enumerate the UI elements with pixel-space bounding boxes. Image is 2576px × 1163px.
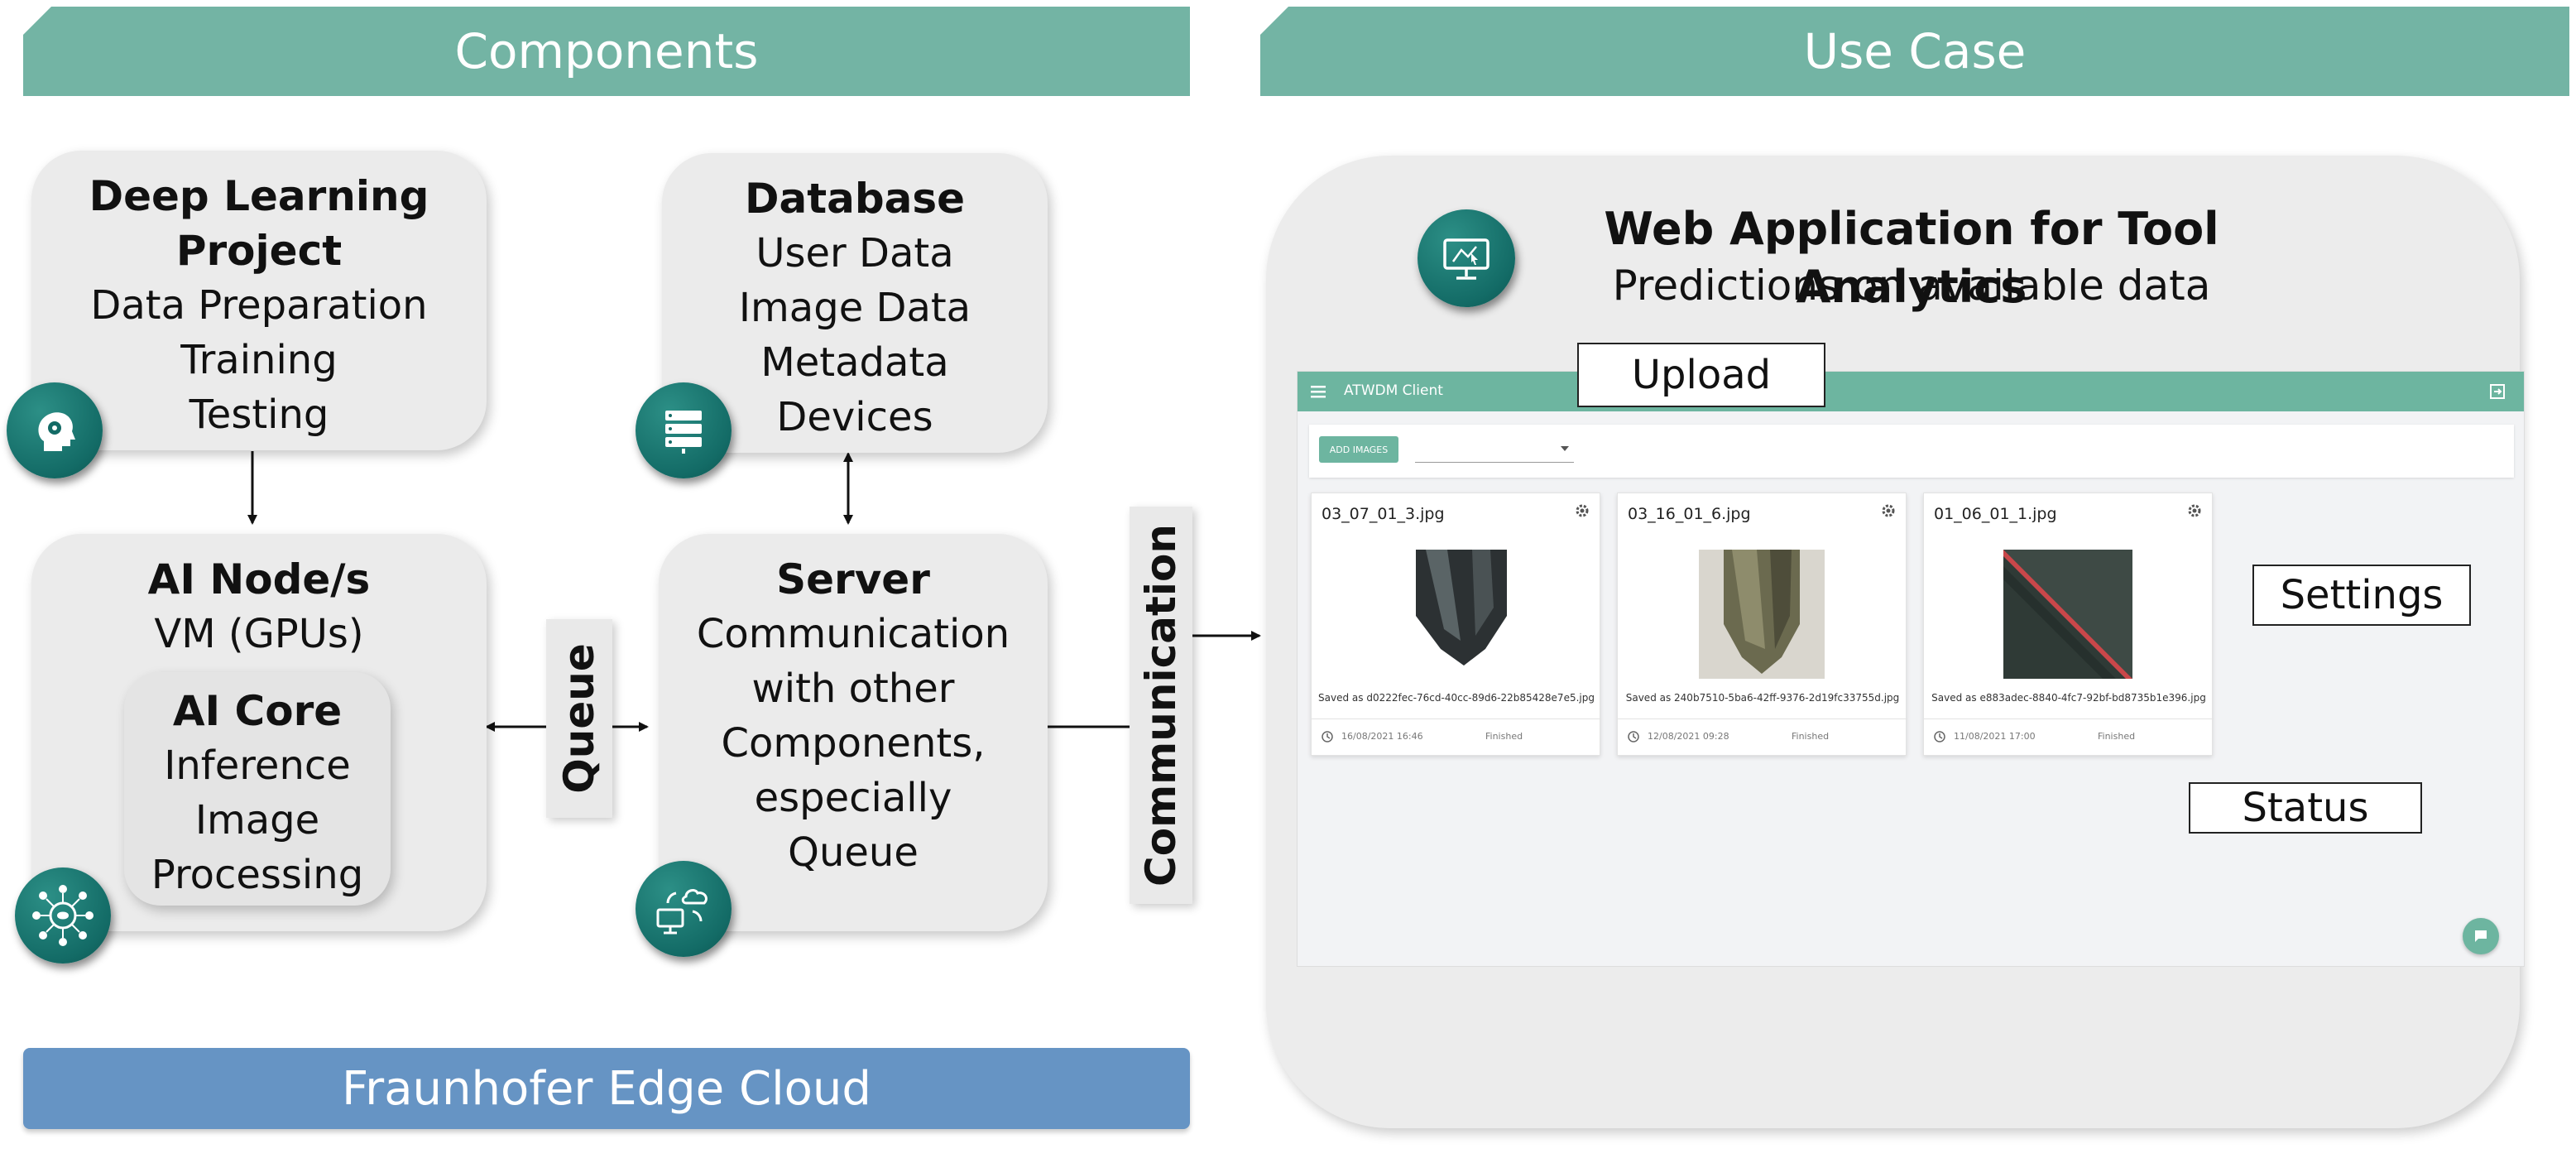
- ai-node-title: AI Node/s: [147, 555, 371, 603]
- database-card: Database User Data Image Data Metadata D…: [662, 153, 1048, 453]
- status-callout: Status: [2189, 782, 2422, 834]
- image-filename: 03_16_01_6.jpg: [1628, 505, 1751, 523]
- deep-learning-card: Deep Learning Project Data Preparation T…: [31, 151, 487, 450]
- deep-learning-line: Data Preparation: [90, 282, 428, 329]
- settings-callout: Settings: [2252, 565, 2471, 626]
- app-window: ATWDM Client ADD IMAGES 03_07_01_3.jpg S…: [1297, 371, 2525, 967]
- image-card[interactable]: 03_07_01_3.jpg Saved as d0222fec-76cd-40…: [1311, 493, 1601, 756]
- server-line: Queue: [788, 829, 919, 876]
- database-line: Image Data: [738, 285, 971, 331]
- use-case-banner-label: Use Case: [1803, 23, 2027, 79]
- image-card[interactable]: 01_06_01_1.jpg Saved as e883adec-8840-4f…: [1923, 493, 2214, 756]
- image-status: Finished: [1485, 731, 1523, 742]
- edge-cloud-banner: Fraunhofer Edge Cloud: [23, 1048, 1190, 1129]
- database-line: Devices: [776, 394, 933, 440]
- deep-learning-line: Training: [180, 337, 338, 383]
- status-callout-label: Status: [2242, 785, 2369, 831]
- clock-icon: [1934, 731, 1945, 742]
- database-line: User Data: [756, 230, 954, 276]
- database-title: Database: [744, 175, 966, 223]
- upload-callout: Upload: [1577, 343, 1825, 407]
- image-date: 16/08/2021 16:46: [1341, 731, 1423, 742]
- server-rack-icon: [636, 382, 732, 478]
- ai-core-card: AI Core Inference Image Processing: [124, 672, 391, 906]
- image-date: 12/08/2021 09:28: [1648, 731, 1729, 742]
- card-divider: [1312, 718, 1601, 719]
- ai-core-title: AI Core: [172, 687, 343, 735]
- app-title: ATWDM Client: [1344, 382, 1443, 399]
- menu-icon[interactable]: [1311, 385, 1326, 398]
- saved-as-text: Saved as 240b7510-5ba6-42ff-9376-2d19fc3…: [1625, 692, 1900, 704]
- settings-callout-label: Settings: [2280, 572, 2444, 618]
- image-filename: 03_07_01_3.jpg: [1322, 505, 1445, 523]
- use-case-subtitle: Predictions on available data: [1612, 262, 2211, 310]
- gear-icon[interactable]: [2187, 503, 2202, 518]
- ai-node-line: VM (GPUs): [154, 611, 364, 657]
- clock-icon: [1628, 731, 1639, 742]
- image-card[interactable]: 03_16_01_6.jpg Saved as 240b7510-5ba6-42…: [1617, 493, 1907, 756]
- queue-text: Queue: [555, 643, 603, 794]
- gear-icon[interactable]: [1575, 503, 1590, 518]
- ai-core-line: Inference: [164, 742, 351, 789]
- use-case-title: Web Application for Tool Analytics: [1604, 203, 2219, 313]
- image-date: 11/08/2021 17:00: [1954, 731, 2036, 742]
- components-banner-label: Components: [454, 23, 759, 79]
- queue-label: Queue: [546, 619, 612, 818]
- use-case-banner: Use Case: [1260, 7, 2569, 96]
- server-title: Server: [776, 555, 930, 603]
- image-status: Finished: [2098, 731, 2136, 742]
- app-bar: ATWDM Client: [1298, 372, 2524, 411]
- deep-learning-title-1: Deep Learning: [89, 172, 429, 220]
- cloud-sync-icon: [636, 861, 732, 957]
- server-card: Server Communication with other Componen…: [659, 534, 1048, 931]
- server-line: especially: [754, 775, 952, 821]
- saved-as-text: Saved as e883adec-8840-4fc7-92bf-bd8735b…: [1931, 692, 2206, 704]
- server-line: Communication: [696, 611, 1010, 657]
- chat-button[interactable]: [2463, 918, 2499, 954]
- chevron-down-icon: [1561, 446, 1569, 451]
- components-banner: Components: [23, 7, 1190, 96]
- deep-learning-line: Testing: [189, 392, 329, 438]
- logout-icon[interactable]: [2489, 383, 2506, 400]
- head-icon: [7, 382, 103, 478]
- ai-core-line: Processing: [151, 852, 364, 898]
- image-status: Finished: [1792, 731, 1830, 742]
- deep-learning-title-2: Project: [175, 227, 343, 275]
- server-line: Components,: [721, 720, 986, 767]
- monitor-icon: [1418, 209, 1515, 307]
- image-thumbnail: [2003, 550, 2132, 679]
- toolbar: ADD IMAGES: [1309, 425, 2514, 478]
- neural-network-icon: [15, 867, 111, 964]
- add-images-button[interactable]: ADD IMAGES: [1319, 436, 1398, 463]
- server-line: with other: [751, 666, 955, 712]
- communication-text: Communication: [1137, 524, 1186, 887]
- card-divider: [1924, 718, 2214, 719]
- image-thumbnail: [1699, 550, 1825, 679]
- upload-callout-label: Upload: [1631, 352, 1772, 398]
- database-line: Metadata: [760, 339, 949, 386]
- ai-core-line: Image: [194, 797, 320, 843]
- chat-icon: [2475, 930, 2487, 942]
- edge-cloud-label: Fraunhofer Edge Cloud: [342, 1061, 871, 1116]
- saved-as-text: Saved as d0222fec-76cd-40cc-89d6-22b8542…: [1318, 692, 1595, 704]
- clock-icon: [1322, 731, 1333, 742]
- device-select[interactable]: [1415, 436, 1574, 463]
- image-filename: 01_06_01_1.jpg: [1934, 505, 2057, 523]
- gear-icon[interactable]: [1881, 503, 1896, 518]
- card-divider: [1618, 718, 1907, 719]
- image-thumbnail: [1411, 550, 1512, 675]
- communication-label: Communication: [1130, 507, 1192, 904]
